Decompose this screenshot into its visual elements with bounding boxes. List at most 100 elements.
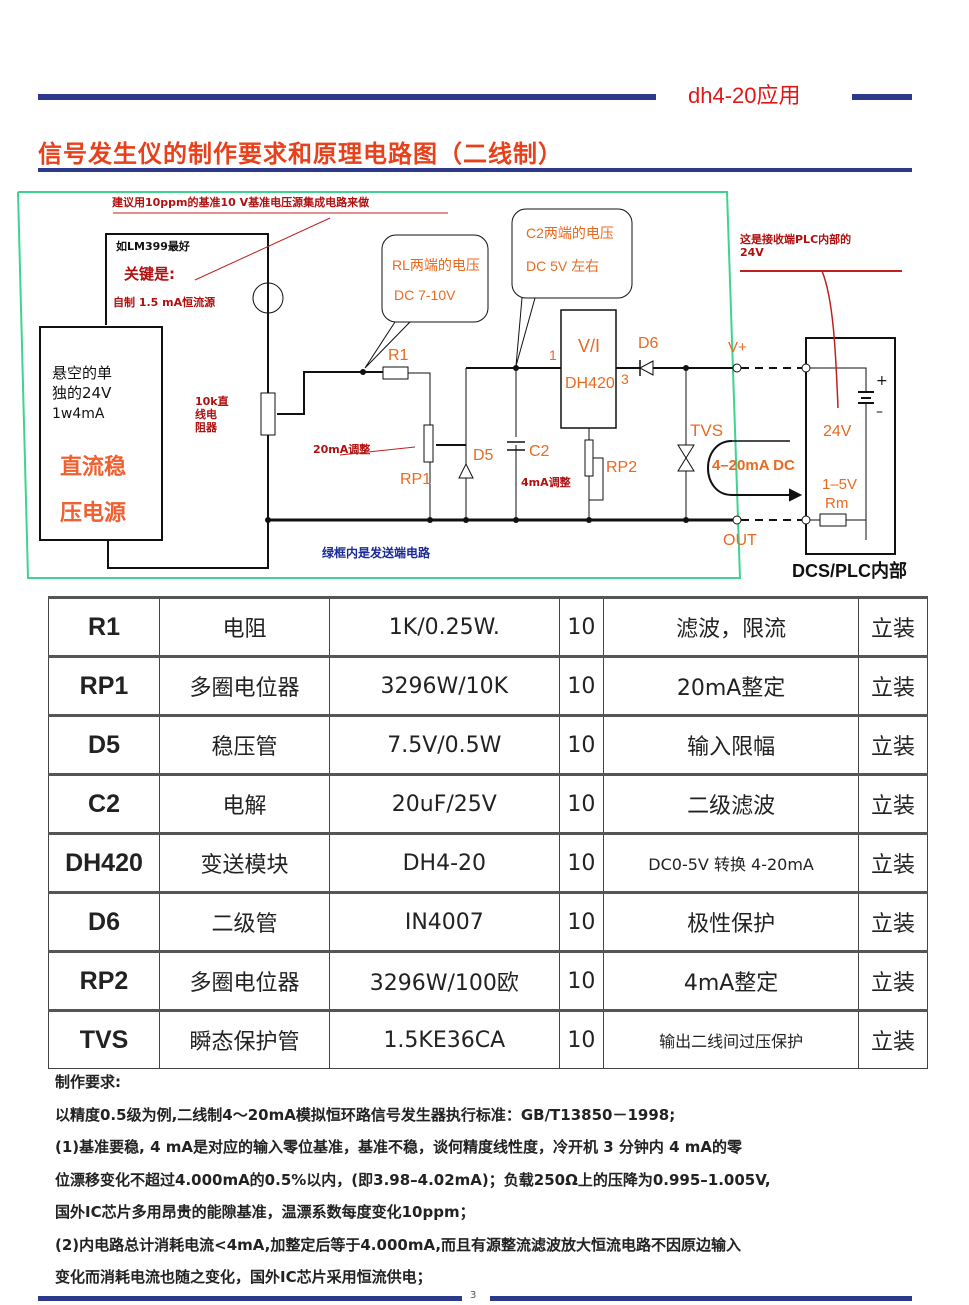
v15-label: 1–5V bbox=[822, 476, 857, 493]
c2-label: C2 bbox=[529, 443, 550, 460]
part-qty-cell: 10 bbox=[558, 715, 605, 775]
callout-rl-text: RL两端的电压 bbox=[392, 257, 480, 273]
loop-label: 4–20mA DC bbox=[712, 457, 795, 474]
dh420-module bbox=[560, 309, 617, 429]
d6-label: D6 bbox=[638, 335, 659, 352]
part-function-cell: 输入限幅 bbox=[603, 715, 860, 775]
psu-box bbox=[39, 326, 163, 541]
page-title: 信号发生仪的制作要求和原理电路图（二线制） bbox=[38, 140, 563, 168]
part-qty-cell: 10 bbox=[558, 597, 605, 657]
part-qty-cell: 10 bbox=[558, 951, 605, 1011]
part-ref-cell: RP1 bbox=[48, 656, 160, 716]
part-mount-cell: 立装 bbox=[858, 656, 928, 716]
dh420-label: DH420 bbox=[565, 375, 615, 392]
out-label: OUT bbox=[723, 532, 757, 549]
pot-label: 线电 bbox=[195, 407, 217, 421]
callout-rl-text: DC 7-10V bbox=[394, 287, 456, 303]
d5-symbol bbox=[458, 462, 474, 479]
part-ref-cell: DH420 bbox=[48, 833, 160, 893]
note-current-source: 自制 1.5 mA恒流源 bbox=[113, 295, 215, 309]
part-ref-cell: D6 bbox=[48, 892, 160, 952]
part-name-cell: 二级管 bbox=[159, 892, 330, 952]
requirements-line: 国外IC芯片多用昂贵的能隙基准，温漂系数每度变化10ppm； bbox=[55, 1203, 475, 1221]
part-qty-cell: 10 bbox=[558, 1010, 605, 1069]
dcs-plc-box bbox=[805, 337, 896, 555]
part-spec-cell: 1.5KE36CA bbox=[328, 1010, 560, 1069]
plc-note: 24V bbox=[740, 246, 764, 259]
callout-c2-text: DC 5V 左右 bbox=[526, 258, 599, 274]
part-mount-cell: 立装 bbox=[858, 833, 928, 893]
part-mount-cell: 立装 bbox=[858, 597, 928, 657]
callout-c2-text: C2两端的电压 bbox=[526, 225, 614, 241]
part-name-cell: 变送模块 bbox=[159, 833, 330, 893]
part-qty-cell: 10 bbox=[558, 833, 605, 893]
part-function-cell: 二级滤波 bbox=[603, 774, 860, 834]
vplus-label: V+ bbox=[728, 339, 747, 356]
psu-label: 1w4mA bbox=[52, 406, 105, 422]
tvs-symbol bbox=[677, 444, 695, 472]
note-key: 关键是: bbox=[124, 265, 175, 283]
adj-20ma-label: 20mA调整 bbox=[313, 442, 370, 456]
green-frame-note: 绿框内是发送端电路 bbox=[322, 545, 431, 560]
part-ref-cell: R1 bbox=[48, 597, 160, 657]
header-rule bbox=[852, 94, 912, 100]
rm-symbol bbox=[819, 513, 847, 527]
part-name-cell: 多圈电位器 bbox=[159, 951, 330, 1011]
rp1-symbol bbox=[423, 424, 434, 463]
vi-label: V/I bbox=[578, 336, 600, 356]
part-function-cell: 输出二线间过压保护 bbox=[603, 1010, 860, 1069]
part-spec-cell: IN4007 bbox=[328, 892, 560, 952]
rp2-label: RP2 bbox=[606, 459, 637, 476]
part-ref-cell: C2 bbox=[48, 774, 160, 834]
minus-label: – bbox=[876, 404, 883, 420]
part-function-cell: 滤波，限流 bbox=[603, 597, 860, 657]
part-name-cell: 多圈电位器 bbox=[159, 656, 330, 716]
rp1-label: RP1 bbox=[400, 471, 431, 488]
requirements-line: 变化而消耗电流也随之变化，国外IC芯片采用恒流供电； bbox=[55, 1268, 432, 1286]
page-number: 3 bbox=[470, 1290, 477, 1301]
part-function-cell: DC0-5V 转换 4-20mA bbox=[603, 833, 860, 893]
r1-symbol bbox=[382, 366, 409, 380]
current-source-symbol bbox=[252, 282, 284, 314]
pot-label: 10k直 bbox=[195, 394, 229, 408]
rm-label: Rm bbox=[825, 495, 848, 512]
part-mount-cell: 立装 bbox=[858, 892, 928, 952]
psu-title: 直流稳 bbox=[60, 454, 126, 480]
psu-label: 悬空的单 bbox=[52, 364, 112, 382]
rp2-symbol bbox=[584, 439, 594, 477]
part-ref-cell: RP2 bbox=[48, 951, 160, 1011]
note-reference: 建议用10ppm的基准10 V基准电压源集成电路来做 bbox=[112, 195, 370, 209]
part-function-cell: 20mA整定 bbox=[603, 656, 860, 716]
part-name-cell: 稳压管 bbox=[159, 715, 330, 775]
header-rule bbox=[38, 94, 656, 100]
pin-label: 3 bbox=[621, 371, 629, 387]
part-spec-cell: DH4-20 bbox=[328, 833, 560, 893]
part-function-cell: 4mA整定 bbox=[603, 951, 860, 1011]
sender-frame bbox=[17, 191, 742, 579]
requirements-line: (1)基准要稳, 4 mA是对应的输入零位基准，基准不稳，谈何精度线性度，冷开机… bbox=[55, 1138, 742, 1156]
part-name-cell: 电解 bbox=[159, 774, 330, 834]
requirements-line: (2)内电路总计消耗电流<4mA,加整定后等于4.000mA,而且有源整流滤波放… bbox=[55, 1235, 742, 1254]
part-mount-cell: 立装 bbox=[858, 715, 928, 775]
footer-rule bbox=[490, 1296, 912, 1301]
part-qty-cell: 10 bbox=[558, 774, 605, 834]
part-spec-cell: 3296W/10K bbox=[328, 656, 560, 716]
pin-label: 1 bbox=[549, 347, 557, 363]
v24-label: 24V bbox=[823, 423, 852, 440]
d5-label: D5 bbox=[473, 447, 494, 464]
requirements-line: 位漂移变化不超过4.000mA的0.5%以内，(即3.98–4.02mA)；负载… bbox=[55, 1170, 771, 1189]
callout-c2 bbox=[511, 208, 633, 299]
part-name-cell: 电阻 bbox=[159, 597, 330, 657]
adj-4ma-label: 4mA调整 bbox=[521, 475, 571, 489]
title-rule bbox=[38, 168, 912, 172]
part-ref-cell: D5 bbox=[48, 715, 160, 775]
part-mount-cell: 立装 bbox=[858, 774, 928, 834]
plc-note: 这是接收端PLC内部的 bbox=[740, 232, 851, 246]
part-qty-cell: 10 bbox=[558, 892, 605, 952]
part-spec-cell: 1K/0.25W. bbox=[328, 597, 560, 657]
